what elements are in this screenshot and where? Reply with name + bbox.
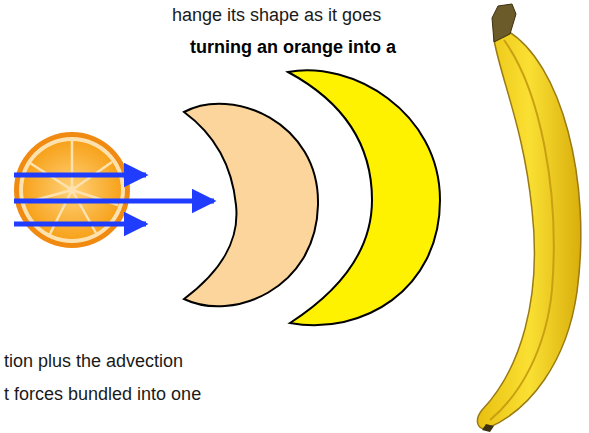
orange-slice [14,132,130,248]
caption-line: hange its shape as it goes [172,4,381,26]
caption-line: tion plus the advection [4,350,183,372]
caption-line-bold: turning an orange into a [190,36,396,58]
yellow-crescent [288,70,440,325]
caption-line: t forces bundled into one [4,383,201,405]
pale-crescent [184,104,318,307]
banana [477,4,580,432]
flow-arrows [14,175,214,224]
